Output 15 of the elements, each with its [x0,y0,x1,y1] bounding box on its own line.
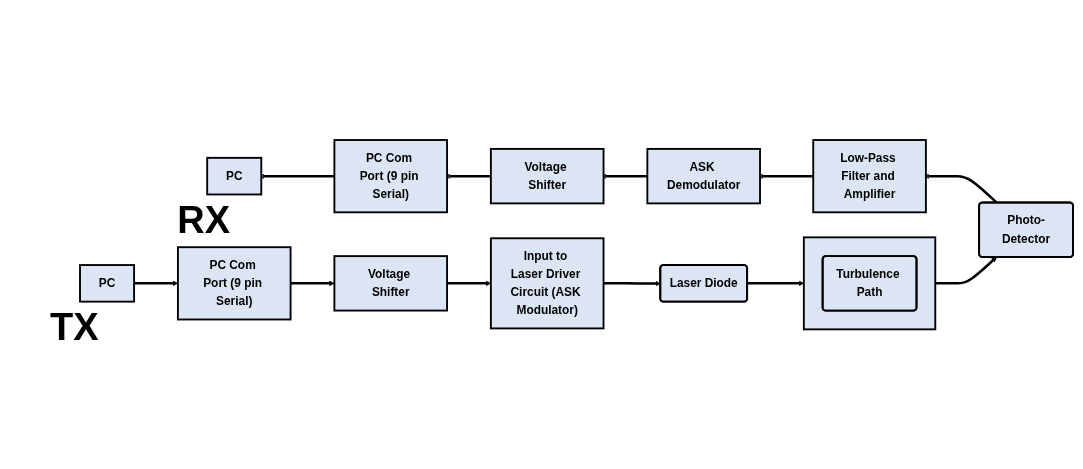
node-box: PC [206,156,263,196]
row-label: TX [50,307,99,348]
node-box: Voltage Shifter [489,147,605,205]
node-box: Low-Pass Filter and Amplifier [812,138,927,214]
arrow [290,280,335,286]
cluster [802,236,937,331]
node-box: Voltage Shifter [333,255,448,312]
node-box: ASK Demodulator [646,147,761,205]
node-box: PC Com Port (9 pin Serial) [176,246,292,321]
node-box: PC [79,263,136,303]
node-box: Input to Laser Driver Circuit (ASK Modulator) [489,237,605,330]
node-box: PC Com Port (9 pin Serial) [333,138,448,214]
arrow [935,256,997,285]
row-label: RX [177,200,230,241]
arrow [603,280,661,287]
